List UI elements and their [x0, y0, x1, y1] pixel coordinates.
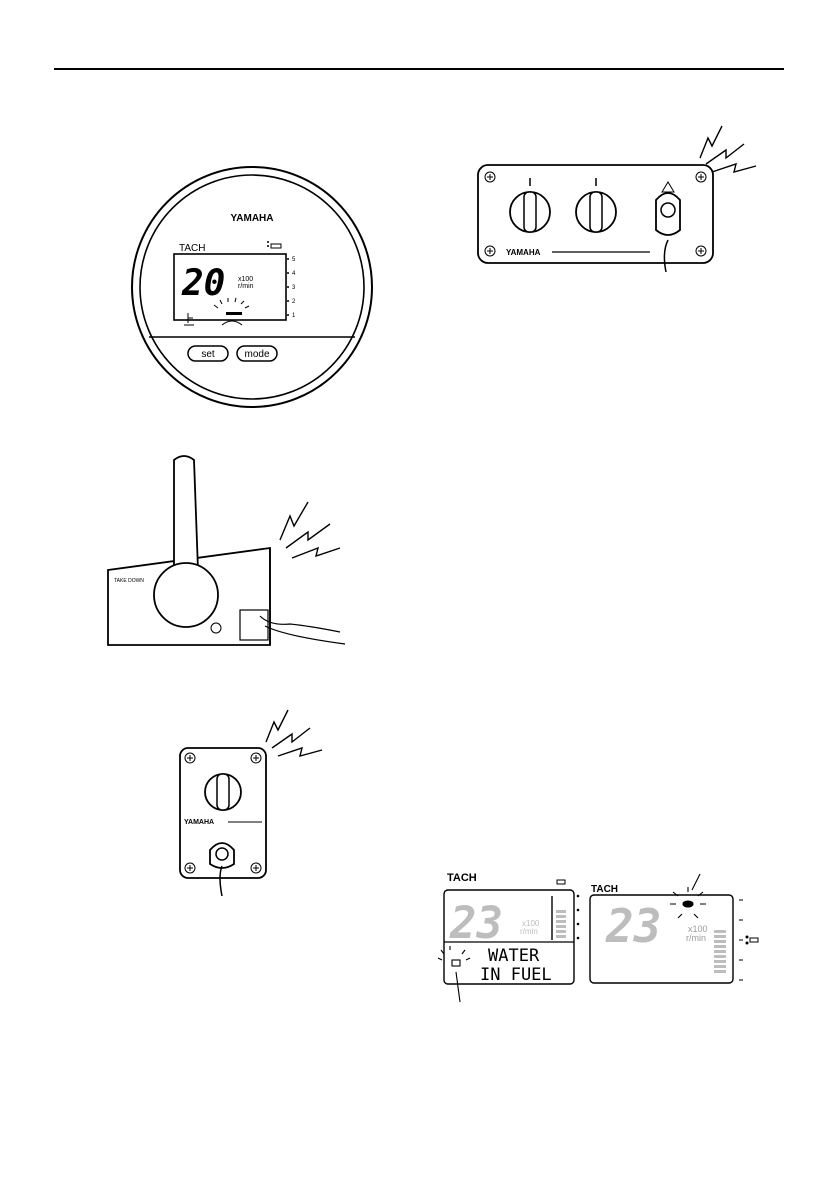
- lever-hub: [154, 563, 218, 627]
- set-button-label: set: [201, 349, 215, 360]
- dual-key-switch-panel-illustration: YAMAHA: [470, 100, 760, 275]
- lcd-right-unit-line2: r/min: [686, 933, 706, 943]
- single-key-switch-panel-illustration: YAMAHA: [176, 690, 326, 900]
- alarm-sound-icon: [700, 126, 756, 172]
- gauge-unit-line1: x100: [238, 276, 253, 283]
- gauge-mode-label: TACH: [179, 243, 205, 254]
- dial-label: TAKE DOWN: [114, 578, 144, 584]
- gauge-brand: YAMAHA: [231, 213, 274, 224]
- remote-control-box-illustration: TAKE DOWN: [100, 450, 360, 675]
- lcd-left-unit-line2: r/min: [520, 927, 538, 936]
- lcd-left-message-line2: IN FUEL: [480, 965, 552, 985]
- lcd-right-mode-label: TACH: [591, 884, 618, 895]
- lcd-left-side-dots: [577, 895, 580, 940]
- alarm-sound-icon-3: [266, 710, 322, 756]
- alarm-sound-icon-2: [280, 502, 340, 558]
- header-rule: [54, 68, 784, 70]
- fuel-icon-right: [746, 936, 758, 944]
- single-key-switch: [205, 774, 241, 810]
- lcd-right-scale-ticks: [739, 900, 743, 980]
- tachometer-gauge-illustration: YAMAHA TACH 20 x100 r/min 5 4 3 2 1 set …: [122, 185, 382, 385]
- set-button[interactable]: set: [188, 346, 228, 361]
- mode-button[interactable]: mode: [237, 346, 277, 361]
- lcd-left-reading: 23: [449, 898, 503, 949]
- mode-button-label: mode: [244, 349, 269, 360]
- single-panel-brand: YAMAHA: [184, 819, 214, 826]
- gauge-reading: 20: [181, 263, 225, 304]
- lcd-right-bar-graph: [714, 930, 726, 973]
- lcd-warning-displays-illustration: TACH 23 x100 r/min WATER IN FUEL TACH 23…: [430, 860, 770, 1010]
- control-lever: [174, 456, 198, 570]
- gauge-unit-line2: r/min: [238, 283, 254, 290]
- panel-brand: YAMAHA: [506, 248, 541, 257]
- lcd-left-message-line1: WATER: [488, 946, 540, 966]
- lcd-left-mode-label: TACH: [447, 872, 477, 884]
- fuel-icon-left: [557, 880, 565, 884]
- lcd-right-reading: 23: [605, 899, 661, 953]
